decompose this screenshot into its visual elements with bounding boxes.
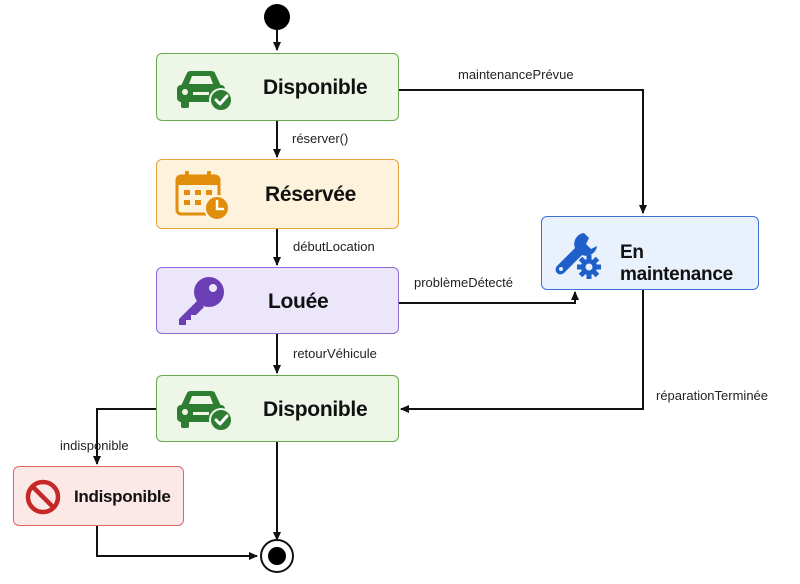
edge-indisponible-to-final <box>96 526 258 560</box>
state-disponible-final: Disponible <box>156 375 399 442</box>
transition-label-reserver: réserver() <box>292 131 349 146</box>
car-check-icon <box>173 386 235 437</box>
state-label: Disponible <box>263 398 368 421</box>
transition-label-indisponible: indisponible <box>60 438 129 453</box>
transition-label-retour-vehicule: retourVéhicule <box>293 346 377 361</box>
edge-reparation-terminee <box>400 290 644 413</box>
state-disponible-initial: Disponible <box>156 53 399 121</box>
final-state-dot <box>268 547 286 565</box>
wrench-gear-icon <box>552 229 604 286</box>
state-louee: Louée <box>156 267 399 334</box>
state-reservee: Réservée <box>156 159 399 229</box>
transition-label-reparation-terminee: réparationTerminée <box>656 388 769 403</box>
state-label: Louée <box>268 290 329 313</box>
edge-maintenance-prevue <box>399 89 647 214</box>
edge-indisponible <box>93 408 157 465</box>
car-check-icon <box>173 66 235 117</box>
no-entry-icon <box>24 478 62 521</box>
state-label: Réservée <box>265 183 357 206</box>
state-indisponible: Indisponible <box>13 466 184 526</box>
transition-label-debut-location: débutLocation <box>293 239 375 254</box>
key-icon <box>171 274 227 333</box>
calendar-clock-icon <box>175 170 231 227</box>
state-label: En maintenance <box>620 242 733 285</box>
edge-probleme-detecte <box>399 291 579 304</box>
transition-label-maintenance-prevue: maintenancePrévue <box>458 67 574 82</box>
state-label: Disponible <box>263 76 368 99</box>
state-en-maintenance: En maintenance <box>541 216 759 290</box>
initial-state <box>264 4 290 30</box>
state-label: Indisponible <box>74 487 171 506</box>
transition-label-probleme-detecte: problèmeDétecté <box>414 275 513 290</box>
